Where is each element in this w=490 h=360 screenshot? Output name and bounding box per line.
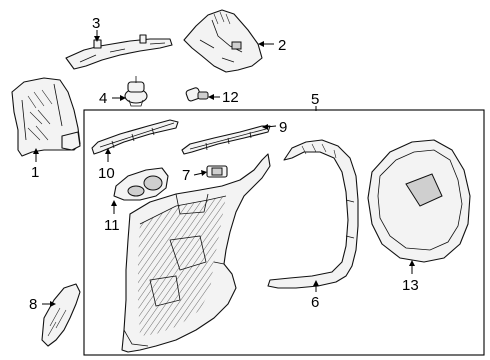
part-10-sill-strip [91, 119, 179, 155]
part-9-sill-strip [181, 125, 271, 155]
callout-1: 1 [31, 164, 39, 181]
callout-4: 4 [99, 90, 107, 107]
callout-9: 9 [279, 119, 287, 136]
callout-5: 5 [311, 91, 319, 108]
part-11-pocket [113, 167, 169, 201]
part-1-pillar-trim [11, 77, 81, 157]
part-4-clip [124, 76, 148, 107]
part-12-fastener [185, 87, 209, 102]
callout-7: 7 [182, 167, 190, 184]
callout-11: 11 [104, 217, 120, 234]
callout-3: 3 [92, 15, 100, 32]
callout-10: 10 [98, 165, 115, 182]
callout-labels: 1 2 3 4 5 6 7 8 9 10 11 12 13 [29, 15, 419, 313]
main-quarter-trim-panel [121, 153, 271, 353]
part-13-spare-tire-cover [367, 139, 471, 263]
part-6-wheelhouse-trim [267, 139, 359, 289]
leader-lines [33, 30, 415, 307]
part-2-upper-trim [183, 9, 263, 73]
callout-12: 12 [222, 89, 239, 106]
callout-8: 8 [29, 296, 37, 313]
part-8-small-trim [41, 283, 81, 347]
assembly-group-box [83, 109, 485, 356]
callout-13: 13 [402, 277, 419, 294]
callout-6: 6 [311, 294, 319, 311]
part-3-upper-bracket [65, 34, 173, 70]
callout-2: 2 [278, 37, 286, 54]
part-7-small-clip [206, 165, 228, 178]
